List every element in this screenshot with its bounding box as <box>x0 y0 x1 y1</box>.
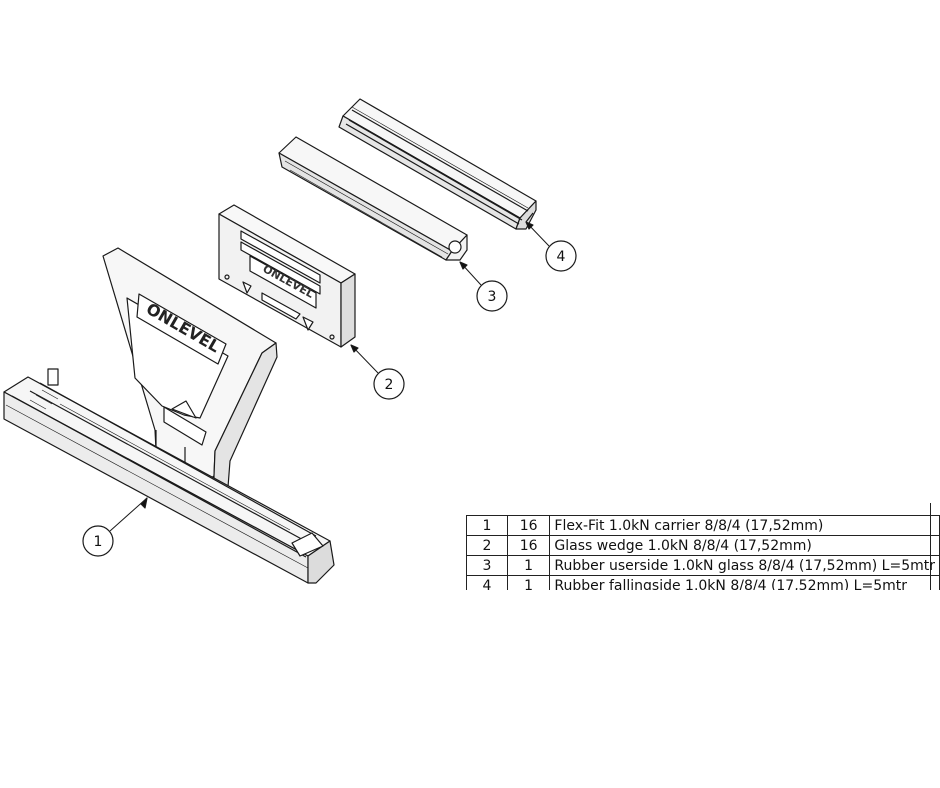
callout-label: 1 <box>94 534 103 550</box>
item-number: 3 <box>466 555 508 576</box>
table-row: 2 16 Glass wedge 1.0kN 8/8/4 (17,52mm) <box>466 535 940 556</box>
callout-4: 4 <box>525 221 577 272</box>
bill-of-materials: 1 16 Flex-Fit 1.0kN carrier 8/8/4 (17,52… <box>466 515 940 590</box>
rubber-fallingside-profile <box>338 98 537 230</box>
quantity: 16 <box>506 515 551 536</box>
rubber-userside-profile <box>278 136 468 261</box>
callout-3: 3 <box>459 261 508 312</box>
callout-2: 2 <box>350 344 405 400</box>
item-number: 2 <box>466 535 508 556</box>
callout-label: 4 <box>557 249 566 265</box>
description: Rubber userside 1.0kN glass 8/8/4 (17,52… <box>549 555 940 576</box>
table-row: 1 16 Flex-Fit 1.0kN carrier 8/8/4 (17,52… <box>466 515 940 536</box>
exploded-assembly-drawing: ONLEVEL ONLEVEL 4 <box>3 98 577 584</box>
drawing-area: ONLEVEL ONLEVEL 4 <box>3 98 940 590</box>
table-row: 3 1 Rubber userside 1.0kN glass 8/8/4 (1… <box>466 555 940 576</box>
callout-1: 1 <box>82 497 148 557</box>
item-number: 4 <box>466 575 508 590</box>
glass-wedge: ONLEVEL <box>218 204 356 348</box>
description: Rubber fallingside 1.0kN 8/8/4 (17,52mm)… <box>549 575 940 590</box>
callout-label: 2 <box>385 377 394 393</box>
description: Glass wedge 1.0kN 8/8/4 (17,52mm) <box>549 535 940 556</box>
quantity: 1 <box>506 555 551 576</box>
table-row: 4 1 Rubber fallingside 1.0kN 8/8/4 (17,5… <box>466 575 940 590</box>
quantity: 16 <box>506 535 551 556</box>
callout-label: 3 <box>488 289 497 305</box>
flex-fit-carrier: ONLEVEL <box>3 247 335 584</box>
quantity: 1 <box>506 575 551 590</box>
item-number: 1 <box>466 515 508 536</box>
description: Flex-Fit 1.0kN carrier 8/8/4 (17,52mm) <box>549 515 940 536</box>
